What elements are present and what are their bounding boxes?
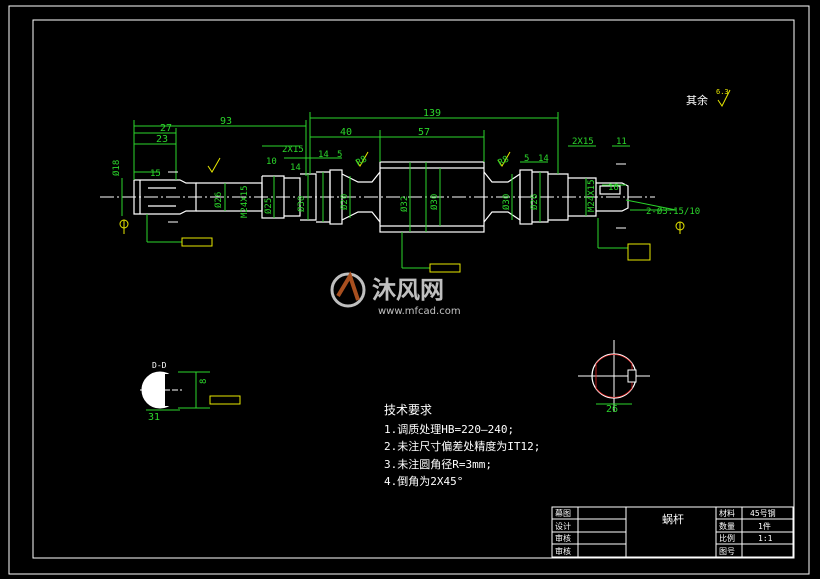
- tb-row1-label: 幕图: [555, 508, 571, 518]
- dim-d25: Ø25: [263, 198, 274, 214]
- tb-qty-label: 数量: [719, 521, 735, 531]
- dim-14b: 14: [318, 150, 329, 160]
- dimension-lines: [121, 112, 677, 269]
- section-cc-dim-26: 26: [606, 404, 618, 415]
- dim-16: 16: [608, 183, 619, 193]
- dim-2x15-left: 2X15: [282, 145, 304, 155]
- note-roughness-value: 6.3: [716, 88, 729, 96]
- dim-2x15-right: 2X15: [572, 137, 594, 147]
- tb-number-label: 图号: [719, 547, 735, 556]
- tb-material-value: 45号钢: [750, 508, 776, 518]
- dim-5b: 5: [524, 154, 529, 164]
- tb-row4-label: 审核: [555, 546, 571, 556]
- dim-d18: Ø18: [111, 160, 122, 176]
- section-dd-label: D-D: [152, 361, 167, 370]
- tech-item-4: 4.倒角为2X45°: [384, 475, 464, 489]
- tech-item-1: 1.调质处理HB=220—240;: [384, 422, 515, 436]
- dim-23: 23: [156, 134, 168, 145]
- roughness-symbols: [207, 89, 731, 173]
- section-dd-dim-8: 8: [199, 379, 209, 384]
- dim-d32: Ø32: [399, 196, 410, 212]
- dim-d30-right: Ø30: [501, 194, 512, 210]
- dim-d30-mid: Ø30: [429, 194, 440, 210]
- tb-material-label: 材料: [719, 508, 735, 518]
- note-remaining-surfaces: 其余: [686, 93, 708, 107]
- section-cc-view: 26: [578, 340, 650, 415]
- radius-r8-right: R8: [497, 155, 511, 169]
- watermark: 沐风网 www.mfcad.com: [330, 271, 461, 317]
- section-markers: [168, 163, 626, 229]
- datum-symbols: [119, 219, 685, 405]
- dim-d30-left: Ø30: [296, 196, 307, 212]
- tech-title: 技术要求: [384, 403, 433, 417]
- section-dd-dim-31: 31: [148, 412, 160, 423]
- dim-40: 40: [340, 127, 352, 138]
- dim-57: 57: [418, 127, 430, 138]
- technical-requirements: 技术要求 1.调质处理HB=220—240; 2.未注尺寸偏差处精度为IT12;…: [384, 402, 540, 491]
- dim-11: 11: [616, 137, 627, 147]
- dim-center-holes: 2-Ø3.15/10: [646, 206, 700, 217]
- watermark-brand: 沐风网: [372, 276, 444, 304]
- watermark-url: www.mfcad.com: [378, 306, 461, 317]
- tb-qty-value: 1件: [758, 521, 771, 531]
- outer-border: [8, 5, 810, 575]
- dim-m24-left: M24X15: [240, 185, 250, 218]
- tb-scale-value: 1:1: [758, 534, 773, 543]
- dim-14a: 14: [290, 163, 301, 173]
- dim-27: 27: [160, 123, 172, 134]
- tb-row2-label: 设计: [555, 521, 571, 531]
- tb-part-name: 蜗杆: [662, 512, 684, 526]
- dim-139: 139: [423, 108, 441, 119]
- dim-10: 10: [266, 157, 277, 167]
- dim-5a: 5: [337, 150, 342, 160]
- tb-row3-label: 审核: [555, 533, 571, 543]
- tech-item-2: 2.未注尺寸偏差处精度为IT12;: [384, 440, 541, 454]
- tech-item-3: 3.未注圆角径R=3mm;: [384, 457, 492, 471]
- dim-d20: Ø20: [339, 194, 350, 210]
- section-dd-view: D-D 31 8: [140, 361, 210, 423]
- inner-border: [32, 19, 795, 559]
- radius-r8-left: R8: [355, 155, 369, 169]
- dim-m24-right: M24X15: [587, 179, 597, 212]
- dim-14c: 14: [538, 154, 549, 164]
- dim-93: 93: [220, 116, 232, 127]
- tb-scale-label: 比例: [719, 533, 735, 543]
- dim-d26-right: Ø26: [529, 194, 540, 210]
- dim-d26-left: Ø26: [213, 192, 224, 208]
- dim-15: 15: [150, 169, 161, 179]
- title-block: [551, 506, 794, 558]
